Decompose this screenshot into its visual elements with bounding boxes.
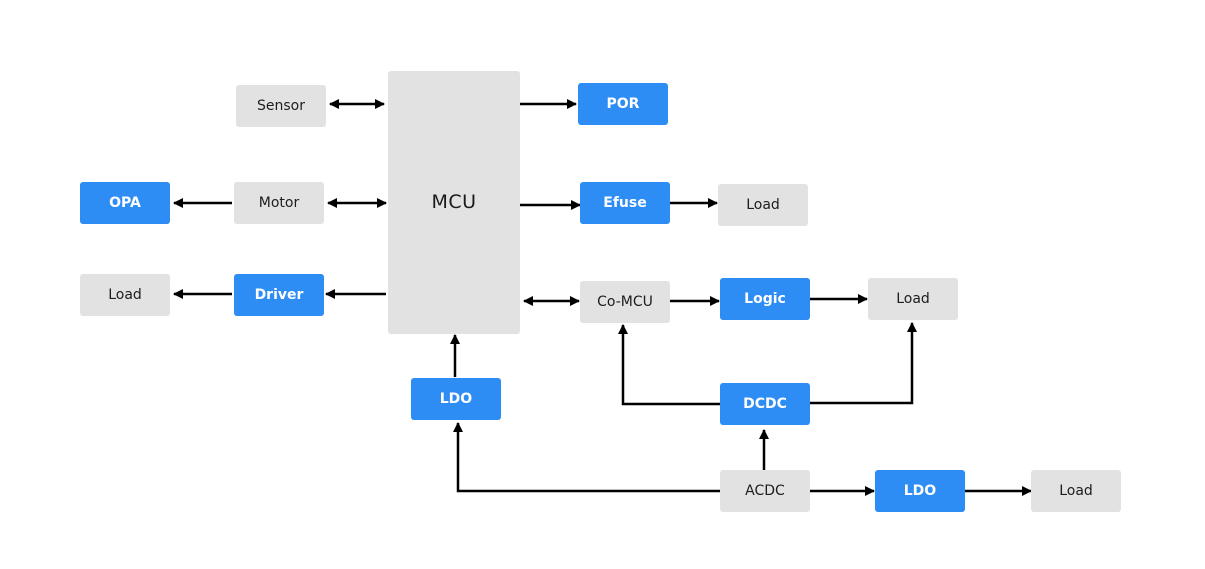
mcu-block: MCU (388, 71, 520, 334)
load-block-logic: Load (868, 278, 958, 320)
ldo-block-mcu: LDO (411, 378, 501, 420)
load-block-ldo: Load (1031, 470, 1121, 512)
sensor-block: Sensor (236, 85, 326, 127)
load-block-efuse: Load (718, 184, 808, 226)
arrow-dcdc-co-mcu (618, 324, 720, 406)
dcdc-block: DCDC (720, 383, 810, 425)
por-block: POR (578, 83, 668, 125)
logic-block: Logic (720, 278, 810, 320)
ldo-block-acdc: LDO (875, 470, 965, 512)
opa-block: OPA (80, 182, 170, 224)
co-mcu-block: Co-MCU (580, 281, 670, 323)
driver-block: Driver (234, 274, 324, 316)
efuse-block: Efuse (580, 182, 670, 224)
arrow-acdc-ldo (453, 422, 720, 493)
load-block-driver: Load (80, 274, 170, 316)
motor-block: Motor (234, 182, 324, 224)
arrow-dcdc-load (810, 322, 917, 405)
acdc-block: ACDC (720, 470, 810, 512)
